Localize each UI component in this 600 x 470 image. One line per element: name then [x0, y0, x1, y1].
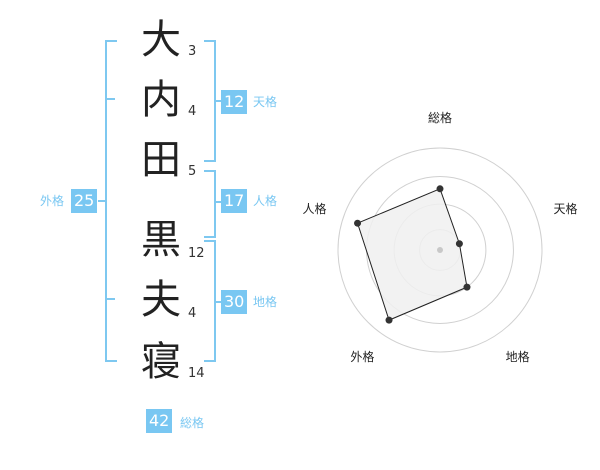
radar-axis-label: 人格 — [302, 201, 326, 216]
name-char-2: 内 — [141, 77, 181, 123]
name-char-1: 大 — [141, 17, 181, 63]
stroke-count-6: 14 — [188, 366, 205, 381]
soukaku-badge: 42 — [146, 409, 173, 433]
radar-point-天格 — [455, 240, 463, 248]
stroke-count-3: 5 — [188, 164, 197, 179]
name-char-4: 黒 — [141, 217, 181, 263]
radar-polygon — [356, 188, 468, 321]
stroke-count-5: 4 — [188, 306, 197, 321]
jinkaku-bracket-connector — [214, 201, 222, 203]
radar-axis-label: 総格 — [428, 110, 452, 125]
radar-point-地格 — [463, 283, 471, 291]
gaikaku-bracket — [105, 40, 117, 362]
radar-point-総格 — [436, 185, 444, 193]
name-char-3: 田 — [141, 137, 181, 183]
name-char-6: 寝 — [141, 339, 181, 385]
gaikaku-bracket-tick — [105, 98, 115, 100]
radar-ring-4 — [337, 147, 543, 353]
chikaku-bracket-connector — [214, 301, 222, 303]
radar-axis-label: 地格 — [506, 349, 530, 364]
radar-axis-label: 天格 — [554, 201, 578, 216]
stroke-count-4: 12 — [188, 246, 205, 261]
jinkaku-badge: 17 — [221, 189, 248, 213]
radar-point-外格 — [385, 316, 393, 324]
soukaku-label: 総格 — [180, 416, 205, 430]
tenkaku-label: 天格 — [253, 95, 278, 109]
radar-axis-label: 外格 — [350, 349, 374, 364]
tenkaku-badge: 12 — [221, 90, 248, 114]
stroke-count-1: 3 — [188, 44, 197, 59]
chikaku-label: 地格 — [253, 295, 278, 309]
name-char-5: 夫 — [141, 277, 181, 323]
radar-center-dot — [437, 247, 443, 253]
jinkaku-label: 人格 — [253, 194, 278, 208]
jinkaku-bracket — [204, 170, 216, 238]
stroke-count-2: 4 — [188, 104, 197, 119]
radar-point-人格 — [354, 219, 362, 227]
gaikaku-badge: 25 — [71, 189, 98, 213]
gaikaku-bracket-tick — [105, 298, 115, 300]
chikaku-badge: 30 — [221, 290, 248, 314]
tenkaku-bracket-connector — [214, 100, 222, 102]
gaikaku-bracket-connector — [98, 200, 106, 202]
gaikaku-label: 外格 — [40, 194, 65, 208]
